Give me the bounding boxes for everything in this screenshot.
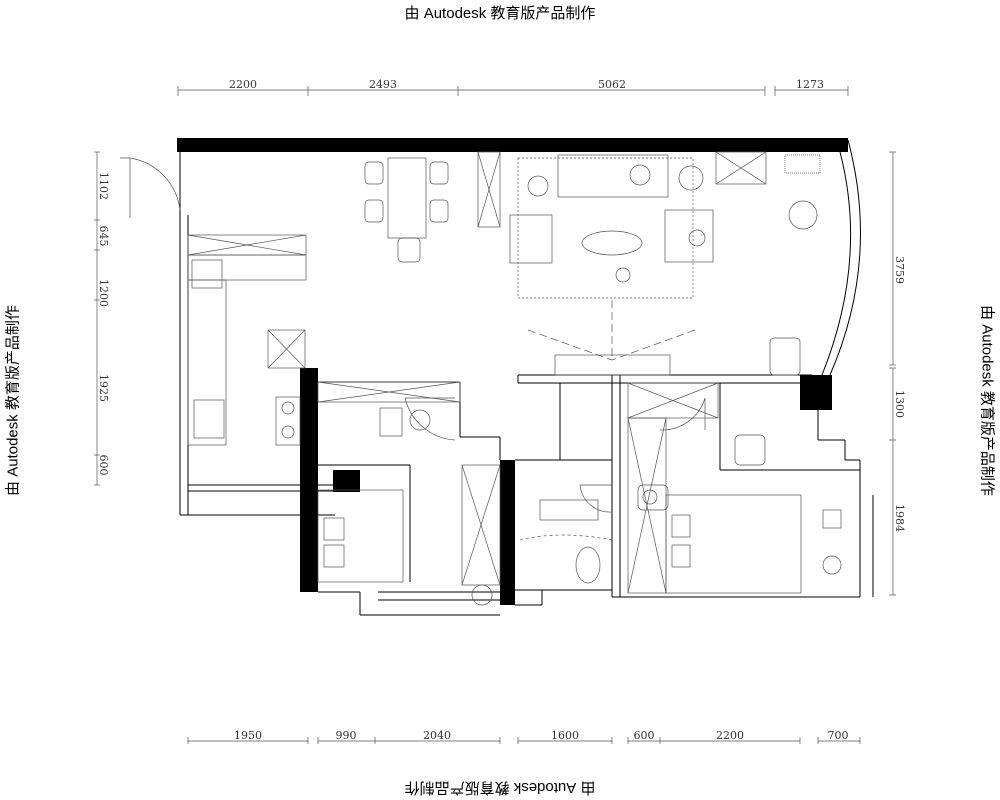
dim-left-1: 1102: [97, 172, 110, 200]
toilet-icon: [575, 546, 601, 584]
dim-right-3: 1984: [893, 504, 906, 532]
rug: [517, 157, 694, 299]
living-room: [477, 151, 821, 376]
dim-top-1: 2200: [229, 78, 257, 91]
bedroom-2: [627, 382, 842, 594]
sofa: [557, 154, 669, 198]
dimension-bottom: [187, 737, 861, 744]
bed: [317, 489, 404, 583]
armchair: [509, 214, 553, 264]
dim-left-2: 645: [97, 226, 110, 247]
dim-right-2: 1300: [893, 390, 906, 418]
dim-bottom-4: 1600: [551, 729, 579, 742]
dim-top-2: 2493: [369, 78, 397, 91]
dim-left-3: 1200: [97, 279, 110, 307]
dim-bottom-3: 2040: [423, 729, 451, 742]
structural-walls: [177, 138, 848, 605]
washbasin-icon: [637, 484, 669, 511]
dining-table: [364, 157, 449, 263]
dim-bottom-6: 2200: [716, 729, 744, 742]
dimension-top: [177, 86, 849, 96]
fridge-icon: [191, 259, 223, 289]
doors: [120, 157, 706, 513]
dim-bottom-1: 1950: [234, 729, 262, 742]
dim-bottom-5: 600: [634, 729, 655, 742]
wall-outlines: [179, 139, 874, 616]
dim-top-3: 5062: [598, 78, 626, 91]
dim-right-1: 3759: [893, 256, 906, 284]
kitchen: [187, 234, 307, 446]
tv-cabinet: [554, 354, 671, 376]
dimension-left: [94, 151, 100, 486]
watermark-top: 由 Autodesk 教育版产品制作: [404, 5, 596, 22]
plant-icon-2: [822, 555, 842, 575]
dimension-right: [889, 151, 896, 596]
dim-left-5: 600: [97, 455, 110, 476]
plant-icon: [471, 584, 493, 606]
bathroom: [519, 484, 669, 584]
sink-icon: [193, 399, 225, 439]
dim-top-4: 1273: [796, 78, 824, 91]
stove-icon: [275, 396, 301, 446]
bedroom-1: [317, 381, 501, 606]
dim-bottom-2: 990: [336, 729, 357, 742]
coffee-table: [581, 230, 643, 256]
dim-bottom-7: 700: [828, 729, 849, 742]
armchair-right: [664, 209, 714, 263]
bed-2: [665, 494, 802, 594]
dim-left-4: 1925: [97, 374, 110, 402]
